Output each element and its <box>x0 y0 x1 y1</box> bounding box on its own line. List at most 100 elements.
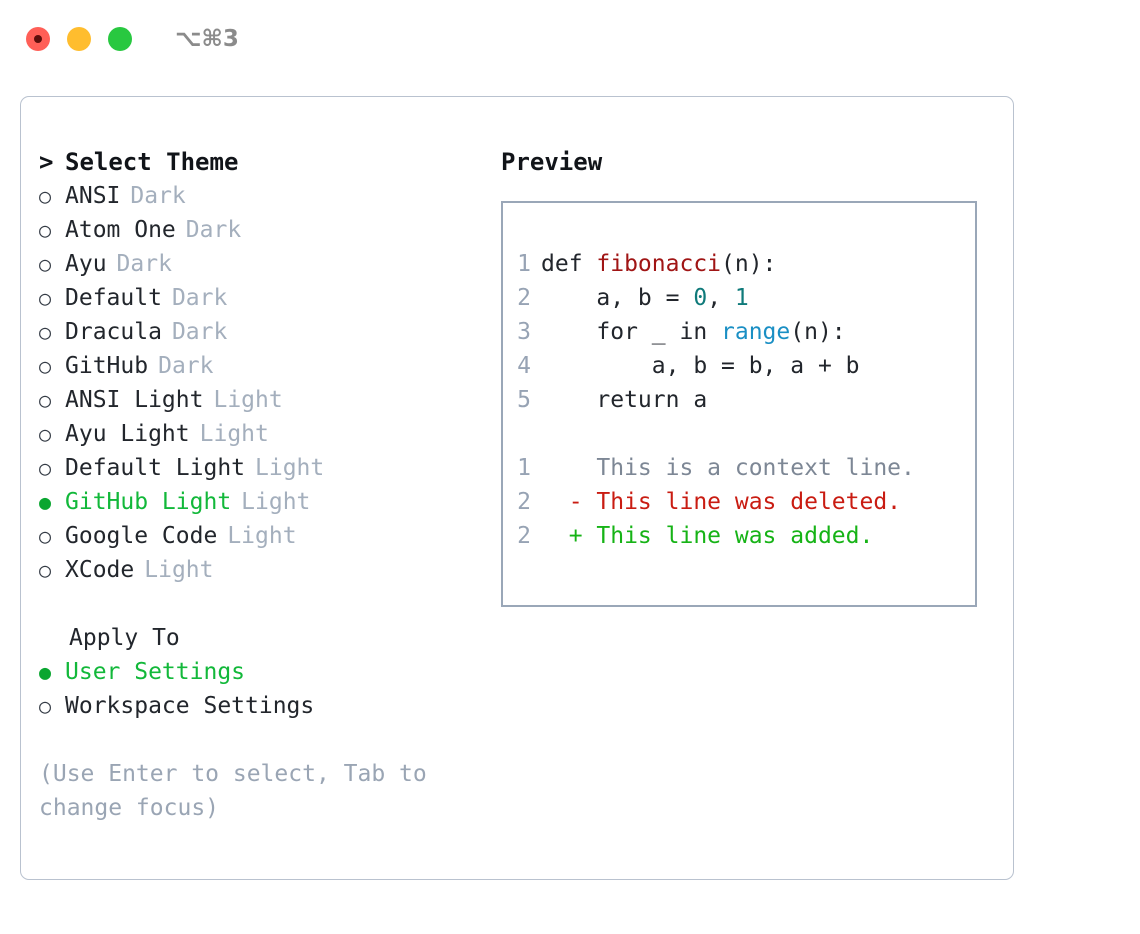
theme-list-item[interactable]: ● GitHub Light Light <box>39 485 489 519</box>
diff-text: This line was added. <box>582 523 874 549</box>
theme-list-item[interactable]: ○ XCode Light <box>39 553 489 587</box>
theme-name: ANSI Light <box>65 387 204 413</box>
diff-sign: + <box>541 523 583 549</box>
theme-list-item[interactable]: ○ Ayu Light Light <box>39 417 489 451</box>
token-call: range <box>721 319 791 345</box>
theme-name: Atom One <box>65 217 176 243</box>
radio-unselected-icon[interactable]: ○ <box>39 524 52 548</box>
radio-unselected-icon[interactable]: ○ <box>39 354 52 378</box>
line-number: 2 <box>517 489 531 515</box>
token-num: 0 <box>693 285 708 311</box>
apply-to-item[interactable]: ○ Workspace Settings <box>39 689 489 723</box>
preview-title: Preview <box>501 148 603 176</box>
theme-variant-tag: Light <box>144 557 214 583</box>
radio-unselected-icon[interactable]: ○ <box>39 286 52 310</box>
line-number: 1 <box>517 251 531 277</box>
radio-unselected-icon[interactable]: ○ <box>39 218 52 242</box>
theme-variant-tag: Dark <box>158 353 214 379</box>
radio-unselected-icon[interactable]: ○ <box>39 252 52 276</box>
list-spacer <box>39 587 489 621</box>
diff-text: This is a context line. <box>582 455 915 481</box>
theme-variant-tag: Dark <box>171 285 228 311</box>
radio-unselected-icon[interactable]: ○ <box>39 184 52 208</box>
code-text: for _ in range(n): <box>541 315 845 349</box>
select-theme-header: > Select Theme <box>39 145 489 179</box>
theme-variant-tag: Dark <box>116 251 172 277</box>
theme-name: GitHub Light <box>65 489 232 515</box>
theme-list-item[interactable]: ○ GitHub Dark <box>39 349 489 383</box>
code-line: 5 return a <box>503 383 975 417</box>
theme-name: Default <box>65 285 162 311</box>
theme-variant-tag: Light <box>199 421 269 447</box>
apply-to-label: Workspace Settings <box>65 693 315 719</box>
token-func: fibonacci <box>596 251 722 277</box>
theme-name: ANSI <box>65 183 121 209</box>
diff-line: 1 This is a context line. <box>503 451 975 485</box>
line-number: 1 <box>517 455 531 481</box>
radio-unselected-icon[interactable]: ○ <box>39 422 52 446</box>
theme-variant-tag: Light <box>213 387 283 413</box>
diff-sign: - <box>541 489 583 515</box>
theme-variant-tag: Light <box>227 523 297 549</box>
theme-variant-tag: Light <box>241 489 311 515</box>
line-number: 4 <box>517 353 531 379</box>
token-plain: return a <box>541 387 708 413</box>
diff-text: This line was deleted. <box>582 489 902 515</box>
radio-unselected-icon[interactable]: ○ <box>39 456 52 480</box>
code-line: 1 def fibonacci(n): <box>503 247 975 281</box>
caret-icon: > <box>39 148 54 176</box>
close-button[interactable] <box>26 27 50 51</box>
radio-selected-icon[interactable]: ● <box>39 660 52 684</box>
theme-list-item[interactable]: ○ Default Dark <box>39 281 489 315</box>
diff-sign <box>541 451 583 485</box>
token-plain: , <box>707 285 735 311</box>
theme-name: Default Light <box>65 455 246 481</box>
code-line: 2 a, b = 0, 1 <box>503 281 975 315</box>
radio-selected-icon[interactable]: ● <box>39 490 52 514</box>
code-text: a, b = 0, 1 <box>541 281 749 315</box>
theme-name: GitHub <box>65 353 149 379</box>
radio-unselected-icon[interactable]: ○ <box>39 694 52 718</box>
minimize-button[interactable] <box>67 27 91 51</box>
diff-line: 2 - This line was deleted. <box>503 485 975 519</box>
keyboard-shortcut-label: ⌥⌘3 <box>175 26 239 52</box>
radio-unselected-icon[interactable]: ○ <box>39 388 52 412</box>
select-theme-title: Select Theme <box>65 148 239 176</box>
theme-list-item[interactable]: ○ ANSI Light Light <box>39 383 489 417</box>
titlebar: ⌥⌘3 <box>0 0 1140 78</box>
token-num: 1 <box>734 285 749 311</box>
apply-to-list: ●User Settings ○ Workspace Settings <box>39 655 489 723</box>
radio-unselected-icon[interactable]: ○ <box>39 558 52 582</box>
radio-unselected-icon[interactable]: ○ <box>39 320 52 344</box>
maximize-button[interactable] <box>108 27 132 51</box>
token-plain: (n): <box>721 251 777 277</box>
token-plain: a, b = <box>541 285 694 311</box>
theme-variant-tag: Dark <box>130 183 186 209</box>
theme-list-item[interactable]: ○ ANSI Dark <box>39 179 489 213</box>
code-text: return a <box>541 383 707 417</box>
apply-to-item[interactable]: ●User Settings <box>39 655 489 689</box>
token-plain: def <box>541 251 597 277</box>
theme-name: Ayu Light <box>65 421 190 447</box>
theme-name: XCode <box>65 557 135 583</box>
theme-variant-tag: Dark <box>171 319 228 345</box>
code-text: def fibonacci(n): <box>541 247 776 281</box>
line-number: 3 <box>517 319 531 345</box>
diff-line: 2 + This line was added. <box>503 519 975 553</box>
token-plain: a, b = b, a + b <box>541 353 860 379</box>
code-text: a, b = b, a + b <box>541 349 860 383</box>
code-line: 4 a, b = b, a + b <box>503 349 975 383</box>
